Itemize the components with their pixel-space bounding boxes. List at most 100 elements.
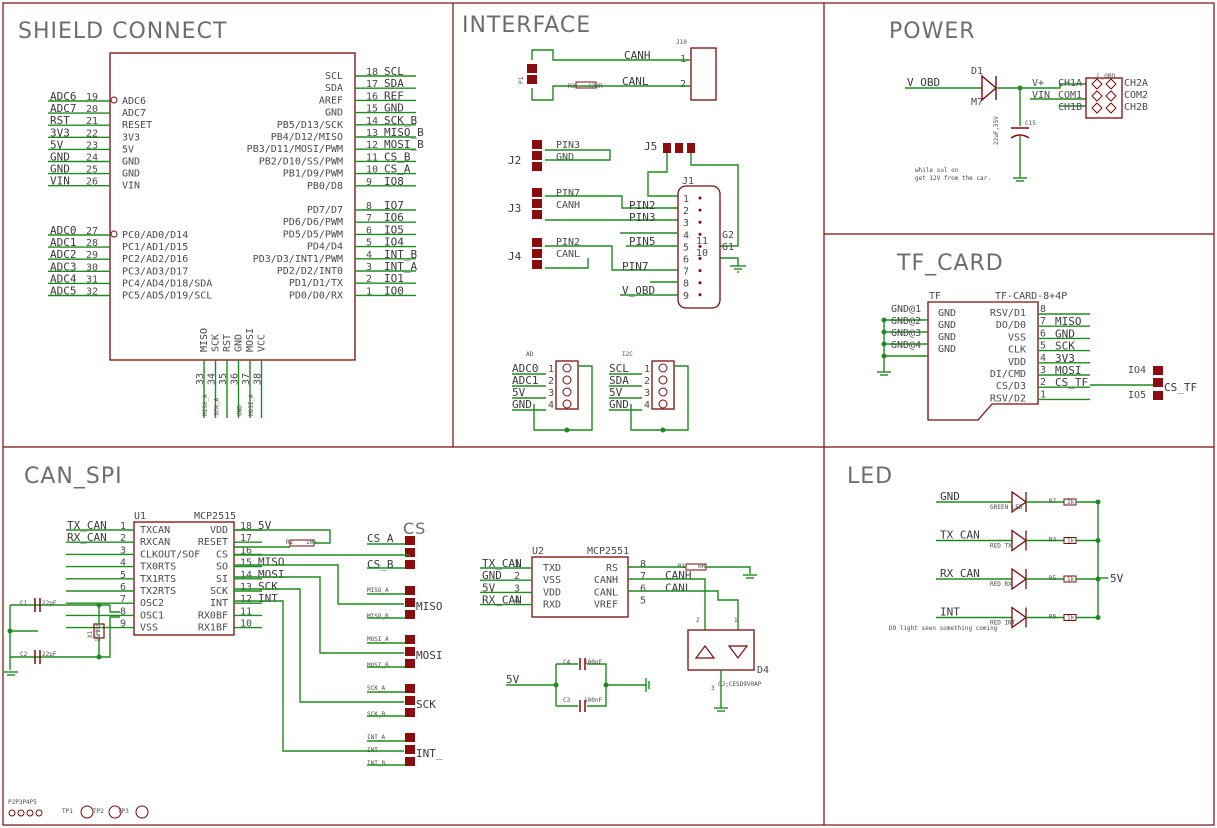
tf-jumper-pad xyxy=(1153,391,1163,400)
shield-net-label: IO7 xyxy=(384,199,404,212)
tf-net-label: GND xyxy=(1055,327,1075,340)
pin-marker xyxy=(110,96,118,104)
r2-label: R2 xyxy=(286,539,294,546)
led-resistor-value: 1k xyxy=(1067,615,1075,622)
wire xyxy=(647,153,678,197)
shield-net-label: SCL xyxy=(384,65,404,78)
u1-pin-number: 4 xyxy=(120,558,126,569)
shield-pin-name: PD0/D0/RX xyxy=(289,290,343,301)
tp-pad xyxy=(35,809,43,817)
shield-pin-number: 14 xyxy=(366,116,378,127)
u2-label: U2 xyxy=(532,546,544,557)
led-resistor-label: R6 xyxy=(1049,614,1057,621)
mcp2551-chip xyxy=(531,556,629,618)
shield-pin-name: VCC xyxy=(257,334,268,352)
shield-net-label: MISO_A xyxy=(202,394,209,416)
u1-pin-number: 9 xyxy=(120,619,126,630)
jumper-pad xyxy=(405,696,415,705)
u1-pin-number: 11 xyxy=(240,606,252,617)
u2-pin-number: 8 xyxy=(640,559,646,570)
section-title-interface: INTERFACE xyxy=(462,13,591,38)
j1-pin xyxy=(698,208,702,212)
canl-wire xyxy=(531,85,690,101)
cs-tf-label: CS_TF xyxy=(1164,381,1197,394)
com1: COM1 xyxy=(1058,90,1082,101)
x1-value: 16MHz xyxy=(95,624,102,642)
u1-pin-number: 7 xyxy=(120,594,126,605)
j1-pin xyxy=(698,293,702,297)
shield-pin-name: RST xyxy=(222,334,233,352)
led-net-label: INT xyxy=(940,606,960,619)
tf-pin-number: 8 xyxy=(1040,304,1046,315)
jumper-pad xyxy=(532,238,542,247)
tp1-label: TP1 xyxy=(62,808,73,815)
tf-pin-name: GND xyxy=(938,344,956,355)
c4-label: C4 xyxy=(563,659,571,666)
j5-pad xyxy=(663,143,671,153)
tf-pin-name: CLK xyxy=(1008,345,1026,356)
shield-pin-name: 3V3 xyxy=(122,132,140,143)
shield-pin-name: PC2/AD2/D16 xyxy=(122,254,188,265)
interface-block: J10 1 2 CANH CANL P1 R3 120R J2 J3 J4 PI… xyxy=(508,39,746,433)
d4-label: D4 xyxy=(757,665,769,676)
led-5v-net: 5V xyxy=(1110,572,1124,585)
shield-pin-name: PC4/AD4/D18/SDA xyxy=(122,278,212,289)
shield-pin-name: PC3/AD3/D17 xyxy=(122,266,188,277)
u2-net-label: 5V xyxy=(482,581,496,594)
section-title-led: LED xyxy=(847,464,893,489)
shield-pin-number: 13 xyxy=(366,128,378,139)
u1-pin-number: 16 xyxy=(240,545,252,556)
u1-pin-name: VSS xyxy=(140,623,158,634)
shield-pin-name: PB2/D10/SS/PWM xyxy=(259,156,343,167)
spi-net-label: SCK_B xyxy=(367,711,385,718)
c1-label: C1 xyxy=(20,600,28,607)
jumper-pad xyxy=(405,635,415,644)
wire xyxy=(234,588,404,703)
led-resistor-value: 1k xyxy=(1067,499,1075,506)
spi-net-label: MISO_B xyxy=(367,613,389,620)
wire xyxy=(234,564,404,605)
u1-pin-name: SI xyxy=(216,574,228,585)
wire xyxy=(533,365,593,431)
wire xyxy=(628,590,739,630)
u1-pin-name: RXCAN xyxy=(140,537,170,548)
led-resistor-label: R7 xyxy=(1049,498,1057,505)
header-pin-number: 2 xyxy=(644,376,650,387)
shield-pin-name: PB3/D11/MOSI/PWM xyxy=(247,144,343,155)
c1-value: 22pF xyxy=(42,600,57,607)
shield-net-label: INT_B xyxy=(384,248,417,261)
u1-pin-name: CLKOUT/SOF xyxy=(140,549,200,560)
c2-label: C2 xyxy=(20,651,28,658)
shield-pin-name: PC1/AD1/D15 xyxy=(122,242,188,253)
shield-pin-name: MOSI xyxy=(245,328,256,352)
jumper-pad xyxy=(405,586,415,595)
tf-pin-number: 1 xyxy=(1040,389,1046,400)
u1-pin-number: 5 xyxy=(120,570,126,581)
c3-label: C3 xyxy=(563,697,571,704)
u2-net-label: RX_CAN xyxy=(482,594,522,607)
shield-pin-number: 11 xyxy=(366,152,378,163)
header-net-label: GND xyxy=(609,398,629,411)
v5-net: 5V xyxy=(506,673,520,686)
shield-net-label: MOSI_A xyxy=(248,394,255,416)
shield-pin-number: 21 xyxy=(86,116,98,127)
u2-net-label: TX_CAN xyxy=(482,557,522,570)
tp-pad xyxy=(8,809,16,817)
led-diode xyxy=(1011,490,1028,514)
u1-pin-number: 1 xyxy=(120,521,126,532)
u1-part: MCP2515 xyxy=(194,511,236,522)
tf-pin-number: 2 xyxy=(1040,377,1046,388)
jumper-pad xyxy=(405,708,415,717)
led-diode xyxy=(1011,529,1028,552)
u2-pin-name: CANH xyxy=(594,575,618,586)
ch1b: CH1B xyxy=(1058,102,1082,113)
section-title-tf-card: TF_CARD xyxy=(896,251,1004,276)
j1-net: V_OBD xyxy=(622,284,655,297)
u2-pin-name: VDD xyxy=(543,587,561,598)
shield-pin-number: 9 xyxy=(366,177,372,188)
shield-pin-number: 4 xyxy=(366,250,372,261)
shield-net-label: MOSI_B xyxy=(384,138,424,151)
j1-net: PIN7 xyxy=(622,260,649,273)
shield-pin-number: 33 xyxy=(195,373,206,385)
jumper-pad xyxy=(405,757,415,766)
